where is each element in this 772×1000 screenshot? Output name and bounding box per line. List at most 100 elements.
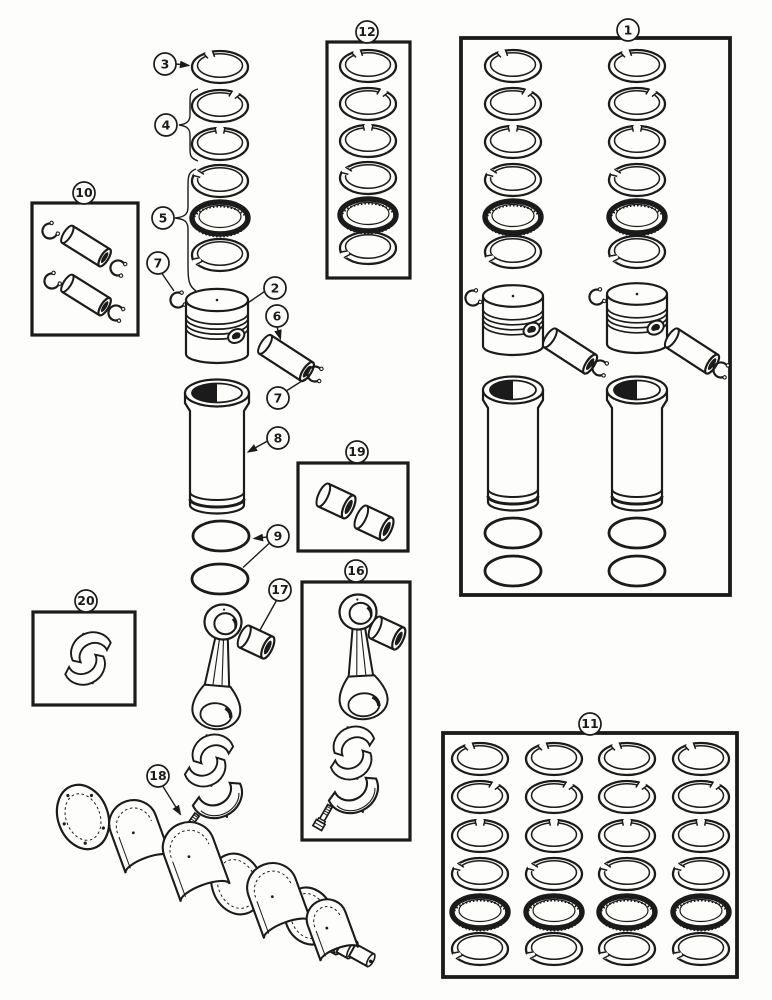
pin-bushing xyxy=(353,504,395,542)
retaining-ring xyxy=(464,288,483,307)
oil-control-ring xyxy=(606,198,668,237)
sleeve-o-ring xyxy=(191,519,251,553)
oil-control-ring xyxy=(189,199,251,238)
rod-bearing-cap xyxy=(327,776,379,815)
svg-text:7: 7 xyxy=(274,390,283,405)
piston-ring xyxy=(190,49,250,85)
rod-bearing-shell xyxy=(329,749,373,781)
piston-ring xyxy=(671,741,731,777)
rod-bolt xyxy=(311,803,334,832)
svg-text:3: 3 xyxy=(161,56,170,71)
piston-ring xyxy=(607,86,667,122)
piston-ring xyxy=(524,817,584,854)
main-bearing-shell xyxy=(64,653,106,686)
sleeve-o-ring xyxy=(190,562,250,596)
callout-7b-leader xyxy=(286,378,306,392)
svg-text:9: 9 xyxy=(274,528,283,543)
piston xyxy=(481,284,545,357)
svg-text:10: 10 xyxy=(75,185,93,200)
piston-pin xyxy=(541,327,599,375)
sleeve-o-ring xyxy=(483,554,543,588)
piston-ring xyxy=(597,817,657,854)
piston-ring xyxy=(338,86,398,122)
piston-ring xyxy=(524,741,584,777)
callout-10: 10 xyxy=(72,181,96,205)
rod-bearing-shell xyxy=(332,725,376,757)
kit-box-11-ring-sets xyxy=(441,731,739,979)
svg-text:17: 17 xyxy=(271,582,288,597)
pin-boss-hole xyxy=(227,327,246,344)
callout-17: 17 xyxy=(268,578,292,602)
piston-ring xyxy=(607,234,667,270)
callout-9-leader-lower xyxy=(242,542,270,569)
piston-ring xyxy=(338,230,398,266)
svg-text:4: 4 xyxy=(162,117,171,132)
piston-ring xyxy=(607,123,667,160)
oil-control-ring xyxy=(337,196,399,235)
piston-ring xyxy=(190,125,250,162)
cylinder-sleeve xyxy=(605,375,669,512)
callout-12: 12 xyxy=(355,20,379,44)
crankshaft-flange xyxy=(55,783,111,851)
svg-text:19: 19 xyxy=(348,444,365,459)
crankshaft-web xyxy=(246,862,313,939)
retaining-ring xyxy=(41,220,61,240)
piston-ring xyxy=(483,48,543,84)
callout-18: 18 xyxy=(146,764,170,788)
piston-ring xyxy=(190,88,250,124)
callout-3: 3 xyxy=(153,52,177,76)
callout-2-leader xyxy=(246,290,265,305)
oil-control-ring xyxy=(482,198,544,237)
piston xyxy=(184,287,250,365)
callout-3-leader xyxy=(175,60,191,69)
svg-text:5: 5 xyxy=(159,210,168,225)
callout-8: 8 xyxy=(266,426,290,450)
piston-ring xyxy=(597,931,657,967)
oil-control-ring xyxy=(670,893,732,932)
callout-5: 5 xyxy=(151,206,175,230)
kit-box-1-piston-sleeve-kit xyxy=(459,36,732,597)
crankshaft-web xyxy=(305,898,360,962)
callout-11: 11 xyxy=(578,712,602,736)
kit-box-12-ring-set xyxy=(325,40,412,280)
sleeve-o-ring xyxy=(483,516,543,550)
cylinder-sleeve xyxy=(183,378,251,515)
callout-6-leader xyxy=(274,326,282,341)
svg-text:6: 6 xyxy=(273,308,282,323)
piston-ring xyxy=(338,48,398,84)
retaining-ring xyxy=(169,290,188,309)
piston-ring xyxy=(190,237,250,273)
piston-ring xyxy=(524,931,584,967)
retaining-ring xyxy=(591,359,610,378)
piston-ring xyxy=(671,817,731,854)
piston xyxy=(605,282,669,355)
piston-ring xyxy=(450,931,510,967)
kit-box-20-main-bearings xyxy=(31,610,137,707)
callout-4: 4 xyxy=(154,113,178,137)
rod-bearing-shell xyxy=(183,756,227,788)
callout-7a-leader xyxy=(161,273,175,292)
piston-ring xyxy=(338,122,398,159)
piston-ring xyxy=(524,779,584,815)
retaining-ring xyxy=(109,259,128,278)
pin-bushing xyxy=(315,482,357,520)
callout-1: 1 xyxy=(616,18,640,42)
callout-5-bracket xyxy=(174,168,197,292)
crankshaft-web xyxy=(108,799,172,874)
piston-ring xyxy=(190,163,250,199)
retaining-ring xyxy=(306,365,324,384)
piston-ring xyxy=(607,162,667,198)
piston-ring xyxy=(450,856,510,892)
callout-20: 20 xyxy=(74,589,98,613)
svg-text:16: 16 xyxy=(347,563,365,578)
callout-7a: 7 xyxy=(146,251,170,275)
piston-pin-bushing xyxy=(367,615,407,651)
svg-text:7: 7 xyxy=(154,255,163,270)
piston-ring xyxy=(450,779,510,815)
oil-control-ring xyxy=(596,893,658,932)
piston-ring xyxy=(597,856,657,892)
piston-ring xyxy=(597,779,657,815)
connecting-rod xyxy=(191,603,243,731)
retaining-ring xyxy=(588,287,607,306)
